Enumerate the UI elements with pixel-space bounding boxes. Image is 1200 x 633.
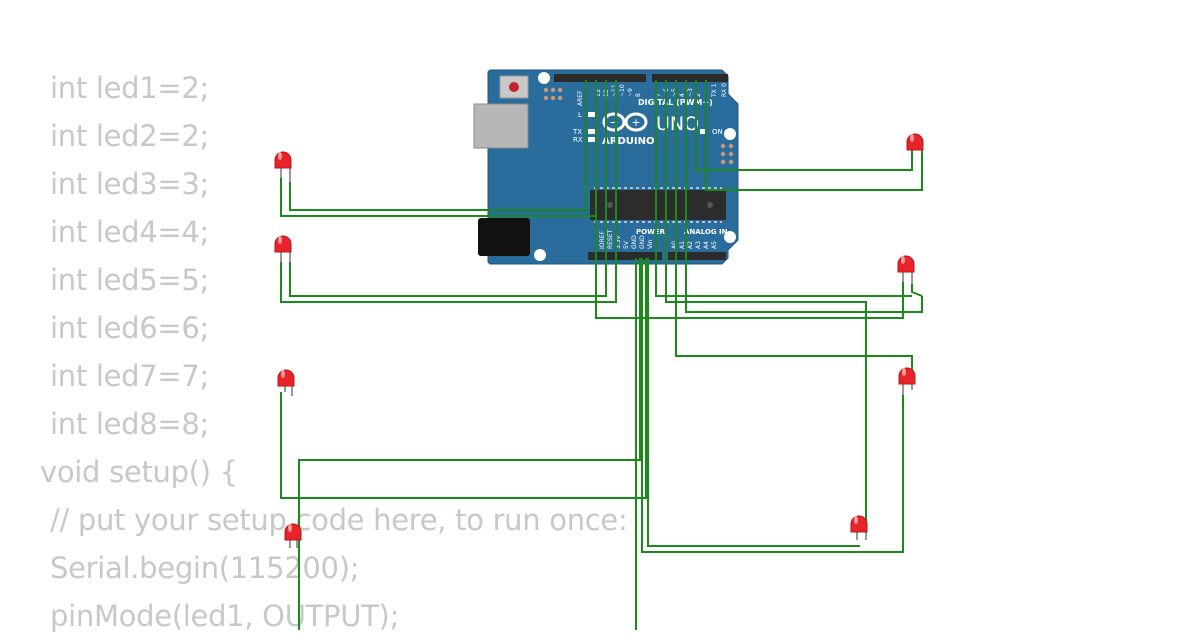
wire — [280, 80, 617, 303]
wire — [675, 80, 913, 378]
svg-text:TX 1: TX 1 — [711, 83, 718, 98]
l-label: L — [578, 111, 582, 119]
wire — [298, 258, 641, 630]
wire — [641, 258, 904, 553]
tx-led — [588, 129, 596, 134]
icsp-header — [543, 87, 563, 101]
analog-header — [668, 252, 726, 260]
led-right-2[interactable] — [897, 255, 915, 284]
code-line-8: int led8=8; — [50, 407, 210, 441]
code-line-11: Serial.begin(115200); — [50, 551, 360, 585]
code-line-12: pinMode(led1, OUTPUT); — [50, 599, 400, 633]
mounting-hole — [724, 128, 736, 140]
chip-notch — [607, 202, 613, 208]
svg-text:GND: GND — [639, 235, 646, 249]
svg-text:Vin: Vin — [647, 239, 654, 249]
wire — [280, 258, 647, 499]
digital-header-right — [652, 74, 728, 82]
code-line-7: int led7=7; — [50, 359, 210, 393]
led-right-3[interactable] — [898, 367, 916, 395]
aref-label: AREF — [577, 90, 584, 106]
wire — [665, 80, 867, 540]
led-left-2[interactable] — [274, 235, 292, 262]
mounting-hole — [724, 231, 736, 243]
svg-text:2: 2 — [695, 93, 702, 97]
code-line-5: int led5=5; — [50, 263, 210, 297]
power-pin-labels: IOREF RESET 3.3V 5V GND GND Vin — [599, 229, 654, 249]
code-line-4: int led4=4; — [50, 215, 210, 249]
wire — [289, 80, 587, 211]
svg-text:GND: GND — [631, 235, 638, 249]
svg-text:−: − — [609, 116, 618, 129]
svg-text:5V: 5V — [623, 240, 630, 249]
svg-text:13: 13 — [595, 89, 602, 97]
wire — [289, 80, 607, 297]
svg-text:IOREF: IOREF — [599, 231, 606, 249]
code-line-9: void setup() { — [40, 455, 238, 489]
svg-text:~3: ~3 — [687, 88, 694, 97]
wires — [280, 80, 923, 630]
led-left-4[interactable] — [284, 523, 302, 548]
analog-label: ANALOG IN — [684, 228, 728, 236]
rx-led — [588, 137, 596, 142]
wire — [280, 80, 597, 217]
svg-text:4: 4 — [679, 93, 686, 97]
on-led — [700, 129, 707, 134]
svg-text:A4: A4 — [703, 241, 710, 249]
l-led — [588, 112, 596, 117]
board-brand: ARDUINO — [602, 136, 654, 147]
code-line-1: int led1=2; — [50, 71, 210, 105]
wire — [647, 258, 860, 547]
svg-text:RESET: RESET — [607, 229, 614, 249]
code-line-2: int led2=2; — [50, 119, 210, 153]
digital-header-left — [554, 74, 646, 82]
power-label: POWER — [636, 228, 666, 236]
led-right-1[interactable] — [906, 133, 924, 151]
usb-port — [473, 103, 529, 149]
wire — [685, 80, 923, 313]
svg-text:~11: ~11 — [611, 84, 618, 97]
reset-button-cap — [509, 82, 519, 92]
power-header — [588, 252, 662, 260]
wire — [655, 80, 912, 297]
svg-text:A0: A0 — [671, 241, 678, 249]
analog-pin-labels: A0 A1 A2 A3 A4 A5 — [671, 241, 718, 249]
led-left-3[interactable] — [277, 369, 295, 396]
wire — [595, 216, 904, 319]
svg-text:3.3V: 3.3V — [615, 234, 622, 249]
code-line-6: int led6=6; — [50, 311, 210, 345]
svg-text:8: 8 — [635, 93, 642, 97]
led-left-1[interactable] — [274, 151, 292, 182]
tx-label: TX — [572, 128, 582, 136]
svg-text:A5: A5 — [711, 241, 718, 249]
code-line-3: int led3=3; — [50, 167, 210, 201]
svg-text:7: 7 — [655, 93, 662, 97]
wire — [695, 80, 913, 171]
mounting-hole — [534, 249, 546, 261]
infinity-logo: − + — [602, 112, 648, 132]
svg-text:A3: A3 — [695, 241, 702, 249]
svg-text:~10: ~10 — [619, 84, 626, 97]
wire — [705, 80, 923, 191]
wire — [911, 284, 923, 297]
svg-text:~5: ~5 — [671, 88, 678, 97]
svg-text:+: + — [631, 116, 640, 129]
board-name: UNO — [656, 113, 699, 135]
svg-text:~9: ~9 — [627, 88, 634, 97]
chip-notch — [707, 202, 713, 208]
mounting-hole — [538, 72, 550, 84]
power-jack — [478, 218, 530, 256]
code-line-10: // put your setup code here, to run once… — [50, 503, 628, 537]
on-label: ON — [712, 128, 723, 136]
svg-text:A2: A2 — [687, 241, 694, 249]
svg-text:A1: A1 — [679, 241, 686, 249]
led-right-4[interactable] — [850, 515, 868, 540]
rx-label: RX — [573, 136, 583, 144]
svg-text:RX 0: RX 0 — [721, 83, 728, 97]
icsp-header-2 — [720, 143, 734, 165]
